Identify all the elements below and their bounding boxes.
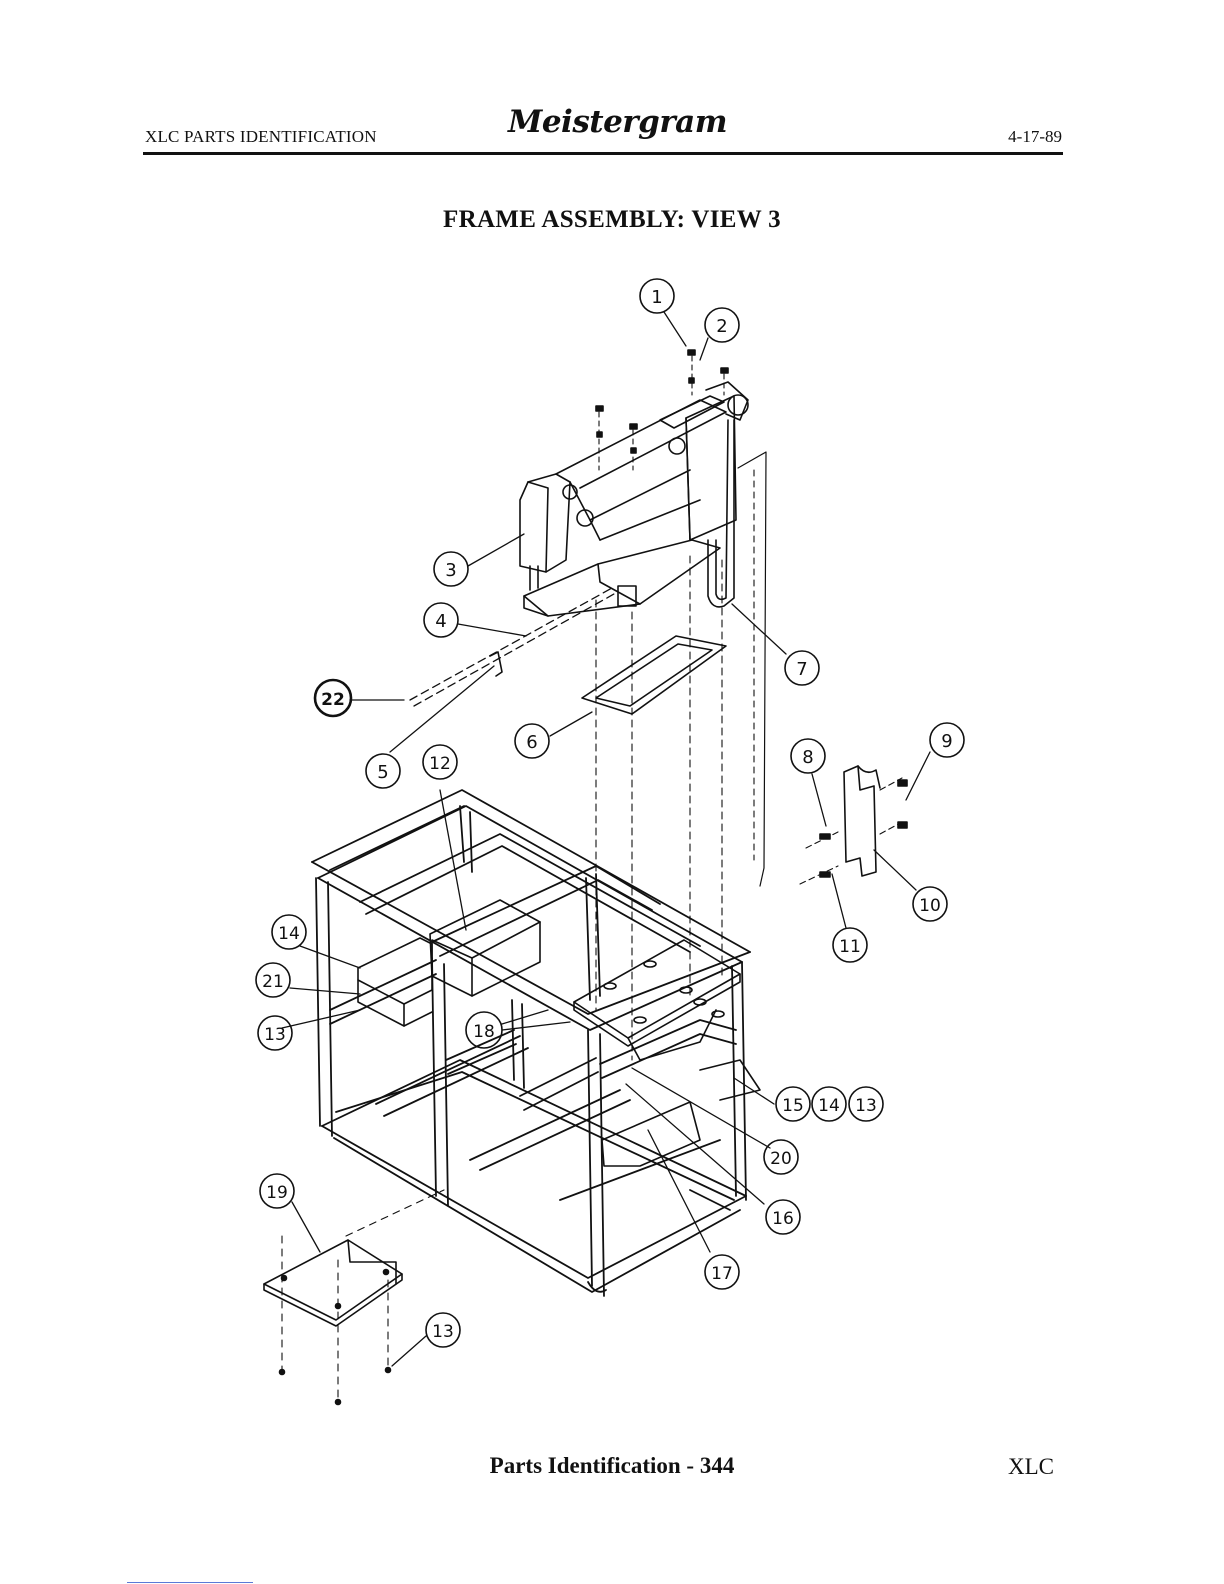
svg-text:11: 11	[839, 937, 861, 957]
callout-13b: 13	[849, 1087, 883, 1121]
svg-text:22: 22	[321, 690, 345, 710]
svg-text:10: 10	[919, 896, 941, 916]
svg-text:9: 9	[941, 731, 952, 752]
callout-2: 2	[705, 308, 739, 342]
callout-15: 15	[776, 1087, 810, 1121]
svg-text:6: 6	[526, 732, 537, 753]
callout-1: 1	[640, 279, 674, 313]
callout-5: 5	[366, 754, 400, 788]
gasket	[582, 636, 726, 714]
callout-19: 19	[260, 1174, 294, 1208]
svg-text:12: 12	[429, 754, 451, 774]
callout-16: 16	[766, 1200, 800, 1234]
callout-22: 22	[315, 680, 351, 716]
callout-20: 20	[764, 1140, 798, 1174]
callout-11: 11	[833, 928, 867, 962]
callout-13c: 13	[426, 1313, 460, 1347]
tubular-frame	[312, 790, 750, 1296]
svg-text:7: 7	[796, 659, 807, 680]
svg-text:17: 17	[711, 1264, 733, 1284]
callout-6: 6	[515, 724, 549, 758]
svg-text:15: 15	[782, 1096, 804, 1116]
callout-4: 4	[424, 603, 458, 637]
svg-text:1: 1	[651, 287, 662, 308]
svg-text:4: 4	[435, 611, 446, 632]
callouts: 1 2 3 4 22 5 12 6 7 8 9 10 11 14 21 13 1…	[256, 279, 964, 1347]
footer-model: XLC	[1008, 1454, 1054, 1480]
svg-text:20: 20	[770, 1149, 792, 1169]
machine-head	[520, 382, 748, 616]
svg-text:13: 13	[432, 1322, 454, 1342]
kick-plate-screws	[280, 1270, 391, 1405]
bracket-10	[844, 766, 880, 876]
svg-text:3: 3	[445, 560, 456, 581]
rod-assembly	[410, 588, 614, 706]
leader-lines	[282, 312, 930, 1366]
callout-17: 17	[705, 1255, 739, 1289]
callout-12: 12	[423, 745, 457, 779]
svg-text:19: 19	[266, 1183, 288, 1203]
svg-text:21: 21	[262, 972, 284, 992]
svg-text:16: 16	[772, 1209, 794, 1229]
part-15-plate	[700, 1060, 760, 1100]
svg-text:2: 2	[716, 316, 727, 337]
svg-text:14: 14	[278, 924, 300, 944]
screws-top	[596, 350, 728, 453]
svg-text:5: 5	[377, 762, 388, 783]
callout-8: 8	[791, 739, 825, 773]
callout-9: 9	[930, 723, 964, 757]
callout-14b: 14	[812, 1087, 846, 1121]
callout-3: 3	[434, 552, 468, 586]
screw-centerlines	[599, 356, 724, 470]
svg-text:13: 13	[855, 1096, 877, 1116]
svg-text:13: 13	[264, 1025, 286, 1045]
bottom-link-line	[127, 1582, 253, 1583]
callout-13: 13	[258, 1016, 292, 1050]
callout-21: 21	[256, 963, 290, 997]
callout-10: 10	[913, 887, 947, 921]
callout-7: 7	[785, 651, 819, 685]
small-parts	[800, 778, 902, 884]
box-12	[430, 900, 540, 996]
kick-plate-19	[264, 1240, 402, 1326]
svg-text:8: 8	[802, 747, 813, 768]
small-part-marks	[820, 780, 907, 877]
svg-text:18: 18	[473, 1022, 495, 1042]
rod-bracket	[490, 652, 502, 676]
svg-text:14: 14	[818, 1096, 840, 1116]
callout-14: 14	[272, 915, 306, 949]
mounting-sheet	[738, 452, 766, 886]
shelf-17	[602, 1102, 700, 1166]
kick-plate-centerlines	[282, 1190, 444, 1400]
